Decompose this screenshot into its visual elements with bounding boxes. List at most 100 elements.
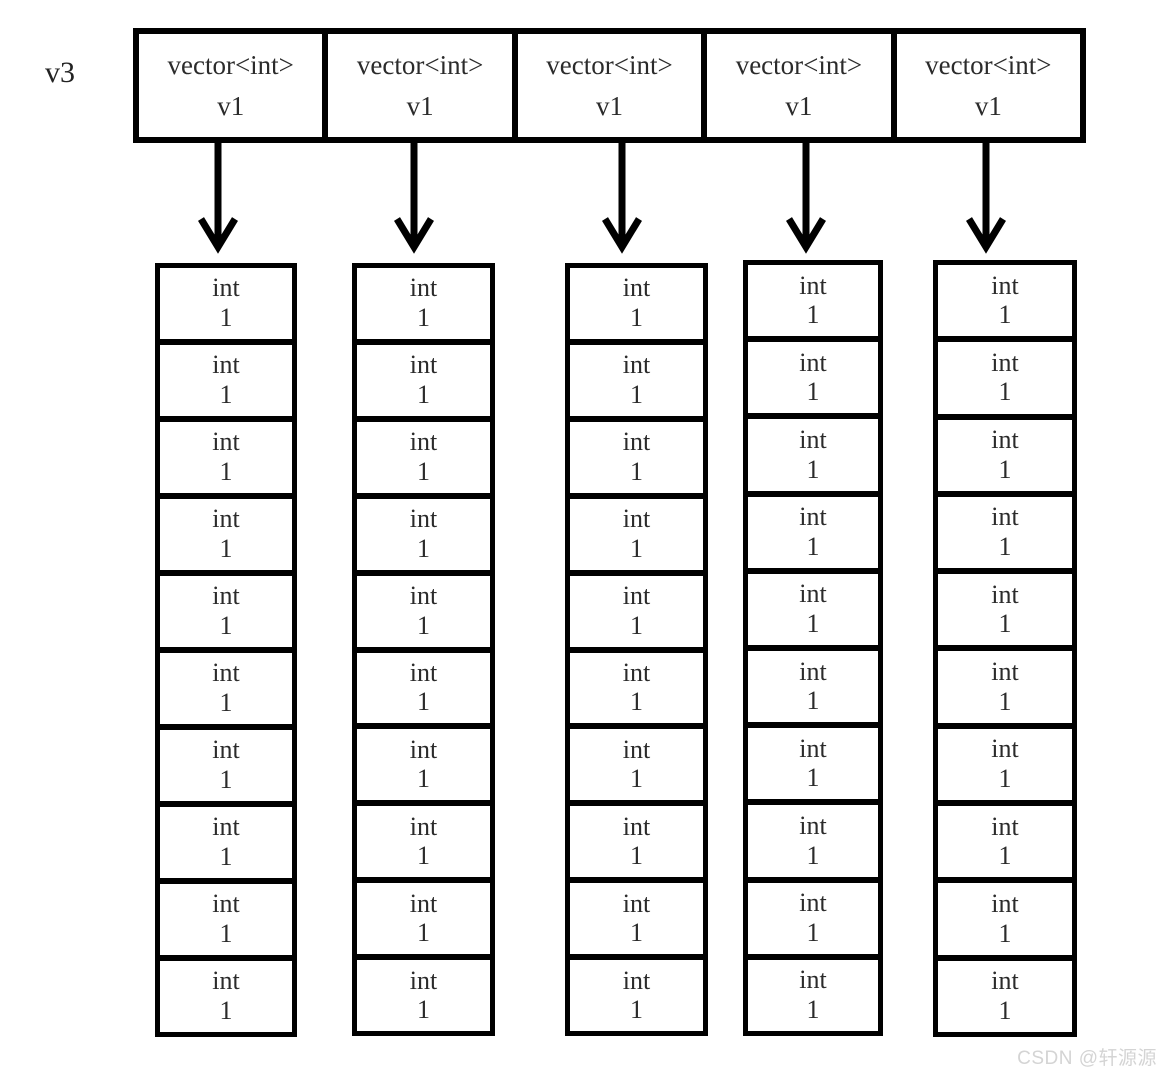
int-cell: int 1: [748, 265, 878, 343]
int-value: 1: [417, 841, 430, 871]
int-value: 1: [417, 995, 430, 1025]
int-type-label: int: [622, 657, 651, 687]
int-value: 1: [998, 377, 1012, 407]
int-value: 1: [219, 380, 233, 409]
int-value: 1: [630, 841, 643, 871]
vector-header-box: vector<int> v1: [322, 28, 518, 143]
int-value: 1: [219, 765, 233, 794]
int-value: 1: [219, 688, 233, 717]
int-type-label: int: [212, 966, 240, 996]
int-value: 1: [806, 454, 820, 484]
down-arrow-icon: [196, 140, 240, 254]
int-cell: int 1: [938, 419, 1072, 497]
int-value: 1: [417, 456, 430, 486]
vector-type-label: vector<int>: [735, 49, 863, 80]
int-cell: int 1: [160, 268, 292, 345]
int-type-label: int: [991, 270, 1019, 300]
int-value: 1: [630, 764, 643, 794]
int-cell: int 1: [938, 265, 1072, 343]
int-type-label: int: [991, 502, 1019, 532]
int-cell: int 1: [160, 807, 292, 884]
down-arrow-icon: [784, 140, 828, 254]
int-value: 1: [806, 531, 820, 561]
int-value: 1: [806, 840, 820, 870]
int-type-label: int: [622, 350, 651, 380]
int-type-label: int: [622, 888, 651, 918]
int-value: 1: [417, 610, 430, 640]
int-cell: int 1: [938, 496, 1072, 575]
int-value: 1: [806, 917, 820, 947]
int-cell: int 1: [748, 728, 878, 806]
int-type-label: int: [409, 273, 438, 303]
down-arrow-icon: [392, 140, 436, 254]
int-cell: int 1: [357, 421, 490, 499]
int-type-label: int: [409, 427, 438, 457]
int-cell: int 1: [748, 419, 878, 497]
vector-type-label: vector<int>: [167, 49, 294, 80]
int-type-label: int: [212, 735, 240, 765]
int-cell: int 1: [357, 806, 490, 884]
int-type-label: int: [212, 812, 240, 842]
int-type-label: int: [991, 579, 1019, 609]
int-column: int 1 int 1 int 1 int 1 int 1 int 1 int …: [743, 260, 883, 1036]
int-type-label: int: [212, 581, 240, 611]
int-cell: int 1: [748, 882, 878, 960]
int-cell: int 1: [357, 498, 490, 576]
vector-type-label: vector<int>: [356, 49, 484, 80]
int-type-label: int: [622, 580, 651, 610]
int-type-label: int: [799, 656, 827, 686]
int-cell: int 1: [570, 652, 703, 730]
vector-header-box: vector<int> v1: [511, 28, 708, 143]
int-value: 1: [806, 686, 820, 716]
down-arrow-icon: [964, 140, 1008, 254]
int-cell: int 1: [938, 651, 1072, 729]
down-arrow-icon: [600, 140, 644, 254]
vector-type-label: vector<int>: [925, 49, 1052, 80]
int-type-label: int: [409, 350, 438, 380]
int-cell: int 1: [748, 496, 878, 574]
int-type-label: int: [409, 504, 438, 534]
int-cell: int 1: [748, 651, 878, 729]
int-cell: int 1: [570, 344, 703, 422]
int-type-label: int: [799, 888, 827, 918]
int-type-label: int: [212, 504, 240, 534]
int-cell: int 1: [160, 961, 292, 1032]
vector-name-label: v1: [974, 90, 1002, 121]
watermark: CSDN @轩源源: [1017, 1048, 1157, 1069]
int-type-label: int: [409, 811, 438, 841]
int-value: 1: [219, 611, 233, 640]
int-type-label: int: [799, 965, 827, 995]
int-value: 1: [998, 995, 1012, 1025]
vector-header-box: vector<int> v1: [133, 28, 329, 143]
int-cell: int 1: [160, 499, 292, 576]
int-cell: int 1: [748, 805, 878, 883]
int-type-label: int: [799, 733, 827, 763]
int-value: 1: [998, 609, 1012, 639]
int-type-label: int: [409, 888, 438, 918]
int-value: 1: [998, 454, 1012, 484]
int-value: 1: [630, 918, 643, 948]
int-cell: int 1: [357, 883, 490, 961]
int-type-label: int: [799, 810, 827, 840]
int-value: 1: [417, 302, 430, 332]
int-type-label: int: [622, 734, 651, 764]
int-type-label: int: [799, 579, 827, 609]
int-type-label: int: [622, 427, 651, 457]
int-value: 1: [417, 918, 430, 948]
int-cell: int 1: [938, 728, 1072, 807]
int-cell: int 1: [570, 575, 703, 653]
int-type-label: int: [991, 347, 1019, 377]
vector-header-box: vector<int> v1: [701, 28, 897, 143]
int-value: 1: [219, 919, 233, 948]
int-value: 1: [219, 457, 233, 486]
int-cell: int 1: [570, 883, 703, 961]
int-type-label: int: [409, 657, 438, 687]
int-type-label: int: [991, 966, 1019, 996]
int-value: 1: [219, 996, 233, 1025]
int-value: 1: [998, 841, 1012, 871]
int-cell: int 1: [357, 729, 490, 807]
int-value: 1: [998, 918, 1012, 948]
int-type-label: int: [622, 273, 651, 303]
int-type-label: int: [212, 350, 240, 380]
